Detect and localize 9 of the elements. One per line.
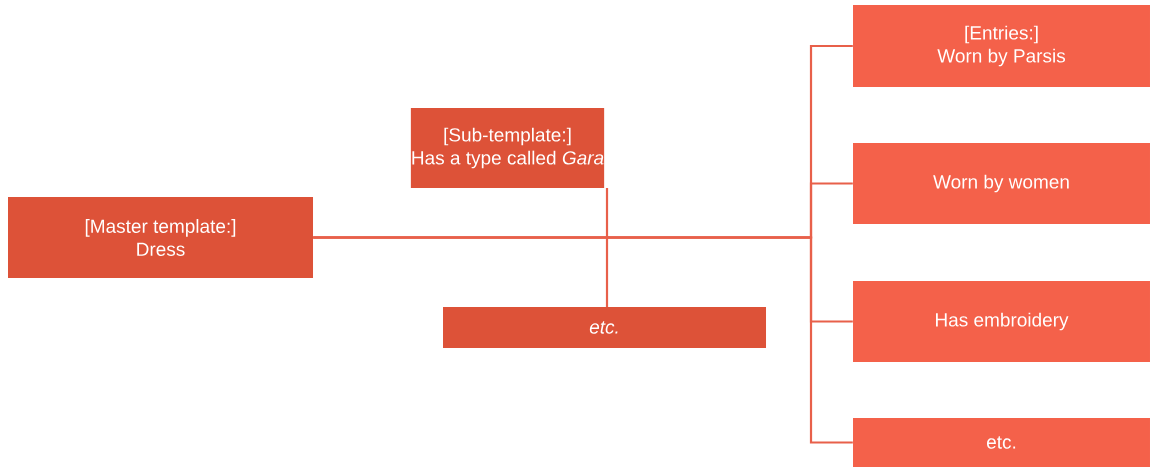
text-box: Has embroidery xyxy=(853,281,1150,362)
text-box: [Entries:] Worn by Parsis xyxy=(853,5,1150,87)
text-box: etc. xyxy=(853,418,1150,467)
text-box: [Master template:] Dress xyxy=(8,197,313,278)
text-box: Worn by women xyxy=(853,143,1150,224)
text-box: etc. xyxy=(443,307,766,348)
connector-line xyxy=(313,236,853,444)
connector-line xyxy=(605,188,609,307)
text-box: [Sub-template:] Has a type called Gara xyxy=(410,108,605,188)
